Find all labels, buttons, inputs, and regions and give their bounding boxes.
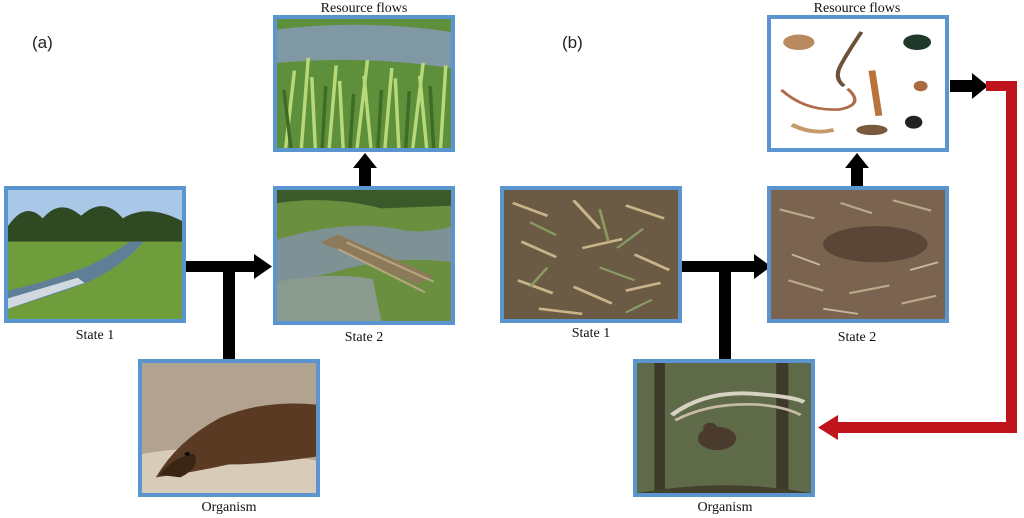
leaf-litter-photo-icon: [504, 190, 678, 319]
panel-b-transition-arrow: [682, 254, 771, 360]
panel-b-state2-photo: [767, 186, 949, 323]
panel-a-state2-caption: State 2: [344, 330, 384, 345]
soil-invertebrates-photo-icon: [771, 19, 945, 148]
panel-b-state2-caption: State 2: [837, 330, 877, 345]
panel-a-transition-arrow: [186, 254, 272, 360]
panel-b-right-arrow: [950, 73, 988, 99]
panel-a-state1-caption: State 1: [75, 328, 115, 343]
panel-a-resource-caption: Resource flows: [320, 1, 408, 16]
panel-b-label: (b): [562, 33, 583, 52]
panel-a-organism-caption: Organism: [201, 500, 257, 515]
panel-b-state1-photo: [500, 186, 682, 323]
beaver-photo-icon: [142, 363, 316, 493]
panel-a-state1-photo: [4, 186, 186, 323]
beaver-dam-pond-photo-icon: [277, 190, 451, 321]
panel-a-up-arrow: [353, 153, 377, 187]
panel-a-label: (a): [32, 33, 53, 52]
panel-b-resource-photo: [767, 15, 949, 152]
lyrebird-photo-icon: [637, 363, 811, 493]
panel-b-feedback-arrow: [818, 81, 1017, 440]
reed-wetland-photo-icon: [277, 19, 451, 148]
panel-a-state2-photo: [273, 186, 455, 325]
panel-b-organism-photo: [633, 359, 815, 497]
panel-a-organism-photo: [138, 359, 320, 497]
panel-b-resource-caption: Resource flows: [813, 1, 901, 16]
panel-b-state1-caption: State 1: [571, 326, 611, 341]
panel-a-resource-photo: [273, 15, 455, 152]
panel-b-up-arrow: [845, 153, 869, 187]
disturbed-litter-photo-icon: [771, 190, 945, 319]
stream-meadow-photo-icon: [8, 190, 182, 319]
panel-b-organism-caption: Organism: [697, 500, 753, 515]
